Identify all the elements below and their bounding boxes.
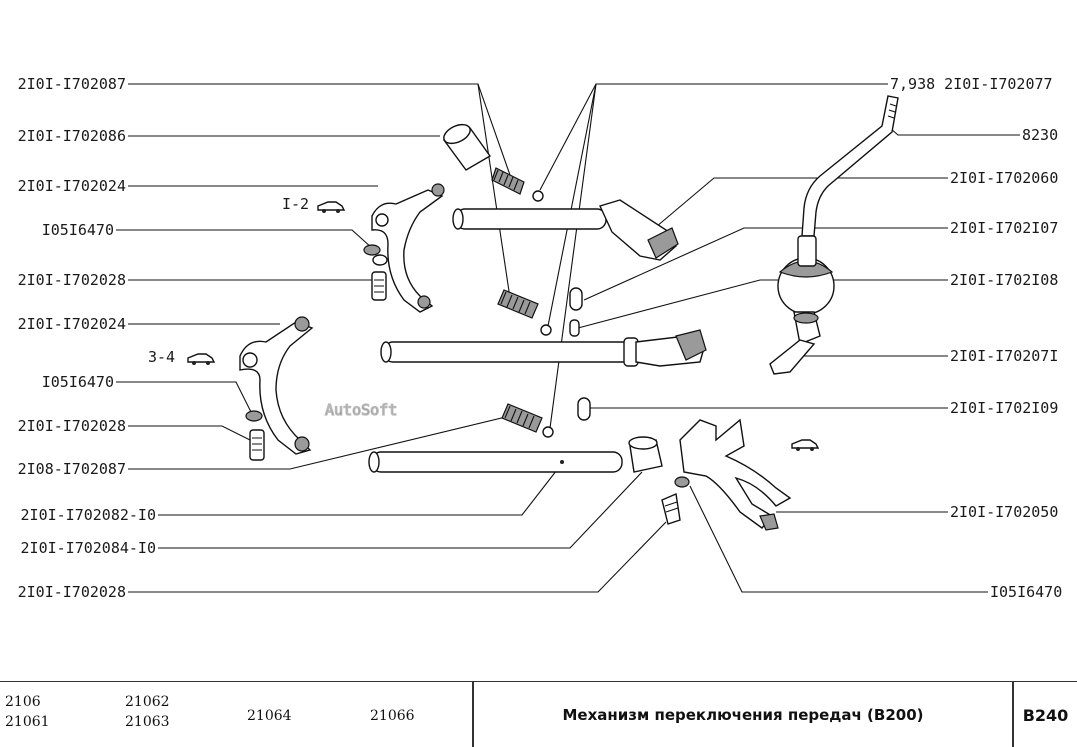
model-cell: 21064 — [247, 708, 292, 724]
part-label: I05I6470 — [990, 583, 1062, 601]
model-cell: 21066 — [370, 708, 415, 724]
bolt-washer-1 — [363, 244, 388, 301]
spring-top — [491, 167, 525, 195]
model-number: 21066 — [370, 708, 415, 724]
spring-bottom — [501, 403, 543, 433]
model-number: 21063 — [125, 714, 170, 730]
drawing-code: В240 — [1022, 706, 1069, 725]
part-label: 7,938 2I0I-I702077 — [890, 75, 1053, 93]
model-number: 2106 — [5, 694, 41, 710]
part-label: 2I0I-I702086 — [18, 127, 126, 145]
shift-rod-bottom — [368, 451, 623, 473]
part-label: 2I0I-I702I08 — [950, 271, 1058, 289]
part-label: 2I0I-I702060 — [950, 169, 1058, 187]
part-label: 2I0I-I702050 — [950, 503, 1058, 521]
sleeve-top — [442, 123, 492, 171]
gear-mark-3-4: 3-4 — [148, 348, 175, 366]
drawing-title: Механизм переключения передач (В200) — [562, 706, 924, 724]
parts-diagram: AutoSoft — [18, 75, 1063, 601]
gear-lever — [769, 95, 899, 375]
part-label: I05I6470 — [42, 221, 114, 239]
model-number: 21062 — [125, 694, 170, 710]
part-label: 2I0I-I702028 — [18, 583, 126, 601]
gear-mark-1-2: I-2 — [282, 195, 309, 213]
fork-3-4 — [239, 316, 314, 455]
part-label: I05I6470 — [42, 373, 114, 391]
part-label: 2I0I-I702024 — [18, 315, 126, 333]
model-cell: 21062 21063 — [125, 694, 170, 730]
car-direction-icon — [187, 353, 216, 365]
spring-middle — [497, 289, 539, 319]
detent-balls — [532, 190, 554, 438]
watermark-text: AutoSoft — [325, 401, 397, 419]
fork-1-2 — [371, 183, 445, 313]
leader-lines-left — [116, 83, 667, 593]
part-label: 2I0I-I702I09 — [950, 399, 1058, 417]
part-label: 2I0I-I702I07 — [950, 219, 1058, 237]
fork-reverse — [679, 418, 792, 531]
leader-lines-right — [539, 83, 1020, 593]
part-label: 2I0I-I702082-I0 — [21, 506, 156, 524]
model-cell: 2106 21061 — [5, 694, 50, 730]
part-label: 2I0I-I702024 — [18, 177, 126, 195]
divider — [472, 682, 474, 747]
part-label: 2I08-I702087 — [18, 460, 126, 478]
part-label: 8230 — [1022, 126, 1058, 144]
part-label: 2I0I-I702084-I0 — [21, 539, 156, 557]
car-direction-icon — [791, 439, 820, 451]
shift-rod-top — [452, 199, 679, 261]
bolt-washer-3 — [661, 476, 690, 525]
part-label: 2I0I-I702087 — [18, 75, 126, 93]
part-label: 2I0I-I702028 — [18, 271, 126, 289]
lock-pins — [569, 287, 591, 421]
car-direction-icon — [317, 201, 346, 213]
divider — [1012, 682, 1014, 747]
part-label: 2I0I-I70207I — [950, 347, 1058, 365]
bolt-washer-2 — [245, 410, 265, 461]
sleeve-bottom — [628, 436, 663, 473]
title-block: 2106 21061 21062 21063 21064 21066 Механ… — [0, 681, 1077, 747]
shift-rod-middle — [380, 329, 707, 367]
model-number: 21061 — [5, 714, 50, 730]
model-number: 21064 — [247, 708, 292, 724]
part-label: 2I0I-I702028 — [18, 417, 126, 435]
